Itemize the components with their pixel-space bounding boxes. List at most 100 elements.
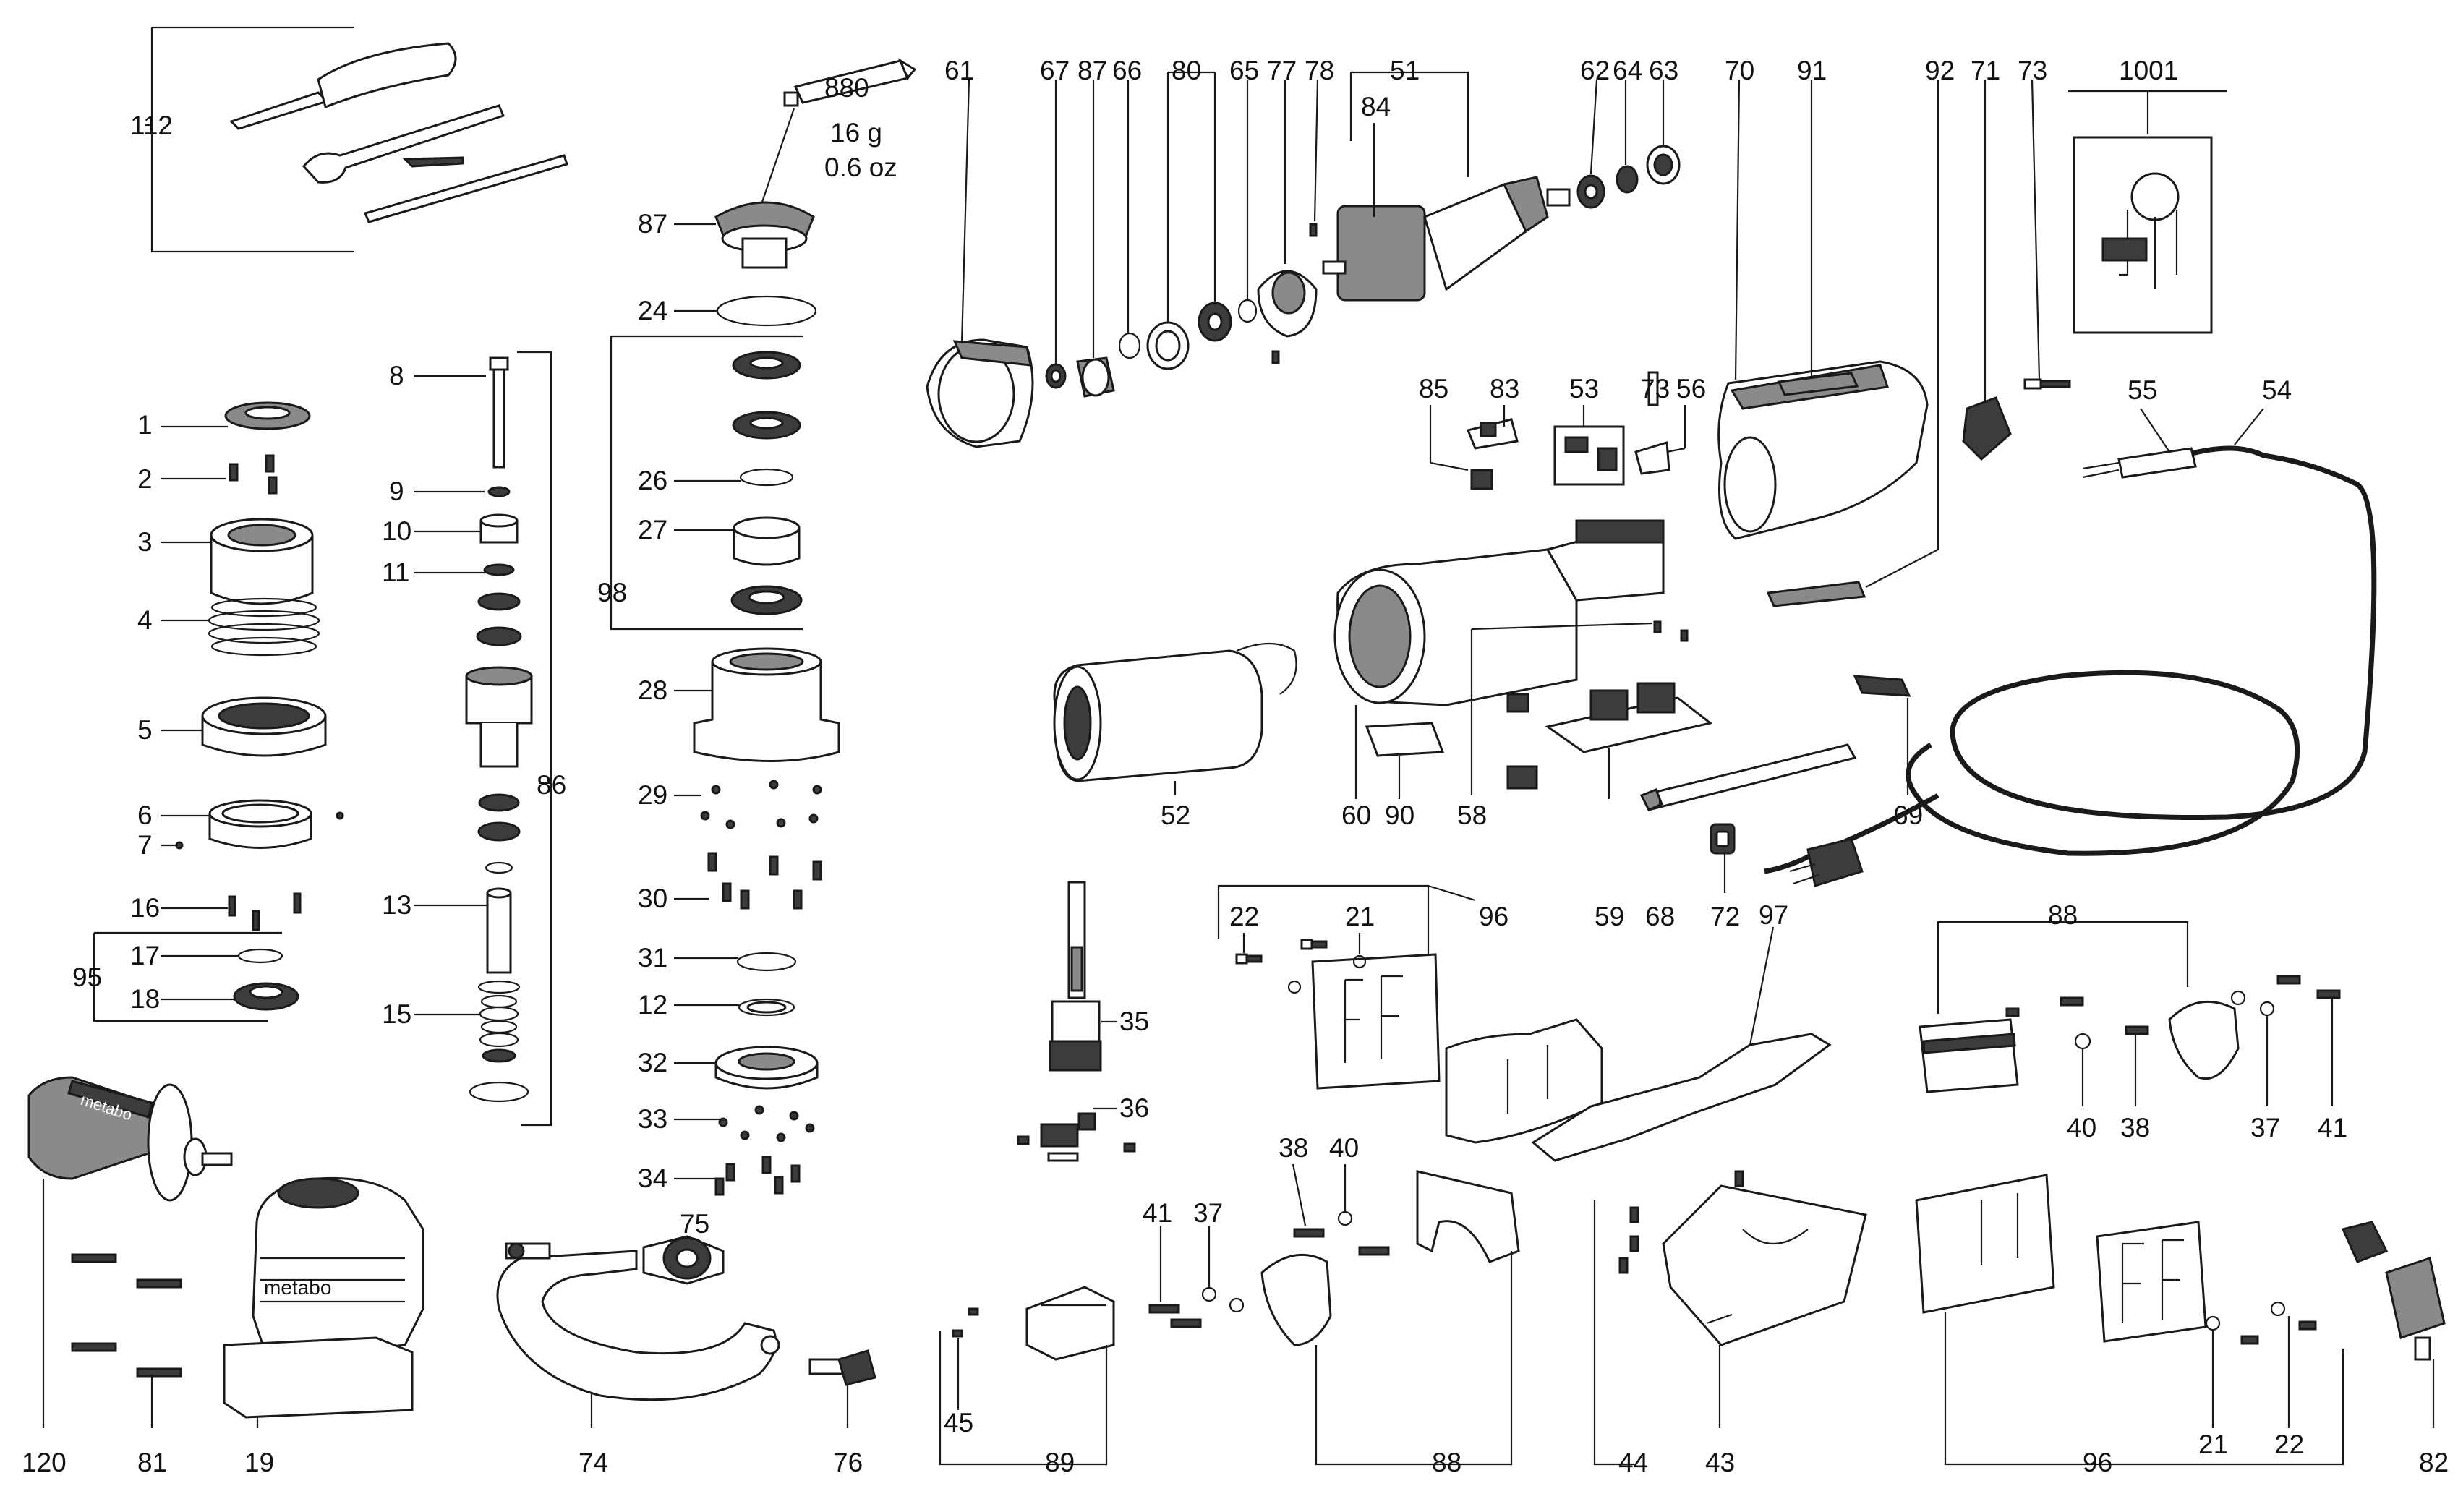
spindle-stack-86 xyxy=(465,592,533,874)
screw-73-top xyxy=(2023,378,2071,390)
bow-handle-74 xyxy=(496,1235,780,1401)
block-88 xyxy=(1919,1018,2019,1093)
label-90: 90 xyxy=(1385,800,1414,830)
label-74: 74 xyxy=(579,1448,608,1477)
washer-40-right xyxy=(2074,1033,2091,1050)
washer-21-bottom xyxy=(2205,1315,2221,1331)
label-40-bottom: 40 xyxy=(1329,1133,1359,1163)
washer-37b-right xyxy=(2230,990,2246,1006)
bearing-stack-98 xyxy=(730,351,803,615)
label-43: 43 xyxy=(1705,1448,1735,1477)
screws-2 xyxy=(229,454,278,495)
screw-73-mid xyxy=(1647,371,1659,406)
label-61: 61 xyxy=(944,56,974,85)
angle-guide-88 xyxy=(1260,1253,1332,1346)
label-1: 1 xyxy=(137,410,153,440)
shaft-13 xyxy=(486,887,512,974)
label-34: 34 xyxy=(638,1163,667,1193)
label-880: 880 xyxy=(824,73,869,103)
label-5: 5 xyxy=(137,715,153,745)
label-63: 63 xyxy=(1649,56,1678,85)
label-59: 59 xyxy=(1595,902,1624,931)
spindle-shaft-35 xyxy=(1049,881,1102,1072)
cover-plate-1 xyxy=(224,401,311,430)
field-coil-52 xyxy=(1053,642,1297,782)
label-51: 51 xyxy=(1390,56,1420,85)
ring-12-inner xyxy=(746,1001,787,1014)
gear-ring-5 xyxy=(201,696,327,757)
knob-76 xyxy=(808,1349,876,1386)
label-38-right: 38 xyxy=(2120,1113,2150,1142)
carbon-brush-85 xyxy=(1470,469,1493,490)
washer-37b-bottom xyxy=(1229,1297,1245,1313)
guard-61 xyxy=(926,338,1034,448)
label-95: 95 xyxy=(72,962,102,992)
label-70: 70 xyxy=(1725,56,1754,85)
label-880-oz: 0.6 oz xyxy=(824,153,897,182)
bush-63 xyxy=(1646,145,1681,185)
screw-22-bottom xyxy=(2298,1320,2317,1331)
label-37-bottom: 37 xyxy=(1193,1198,1223,1228)
bracket-96-bottom xyxy=(1944,1312,2344,1466)
label-40-right: 40 xyxy=(2067,1113,2096,1142)
screw-21-top xyxy=(1300,939,1328,950)
label-52: 52 xyxy=(1161,800,1190,830)
armature-51 xyxy=(1322,176,1571,302)
motor-housing-60 xyxy=(1333,519,1665,706)
tool-kit-112 xyxy=(145,26,568,253)
washer-37-bottom xyxy=(1201,1286,1217,1302)
label-75: 75 xyxy=(680,1209,709,1239)
label-87-gear: 87 xyxy=(638,209,667,239)
nut-64 xyxy=(1616,165,1639,194)
bracket-96-top xyxy=(1217,884,1430,954)
pinion-87 xyxy=(1076,356,1115,398)
balls-33 xyxy=(718,1105,815,1142)
label-89: 89 xyxy=(1045,1448,1075,1477)
bracket-86 xyxy=(517,351,552,1127)
screws-88-right xyxy=(2005,975,2341,1035)
label-26: 26 xyxy=(638,466,667,495)
label-82: 82 xyxy=(2419,1448,2449,1477)
bracket-98 xyxy=(610,335,803,631)
label-18: 18 xyxy=(130,984,160,1014)
bracket-51 xyxy=(1349,71,1469,177)
label-55: 55 xyxy=(2128,375,2157,405)
bracket-95 xyxy=(93,931,282,1022)
guide-plate-96-bottom xyxy=(1915,1174,2055,1314)
label-80: 80 xyxy=(1172,56,1201,85)
bearing-flange-77 xyxy=(1257,270,1318,338)
label-8: 8 xyxy=(389,361,404,390)
label-21-top: 21 xyxy=(1345,902,1375,931)
screws-41-bottom xyxy=(1148,1304,1202,1328)
label-29: 29 xyxy=(638,780,667,810)
label-85: 85 xyxy=(1419,374,1448,403)
washer-40-bottom xyxy=(1337,1210,1353,1226)
label-9: 9 xyxy=(389,477,404,506)
scale-89 xyxy=(1025,1286,1115,1361)
label-strip-91 xyxy=(1777,372,1859,396)
screw-78-low xyxy=(1271,350,1280,364)
part-58-block xyxy=(1506,765,1538,790)
lock-disc-75 xyxy=(662,1236,712,1280)
label-33: 33 xyxy=(638,1104,667,1134)
label-76: 76 xyxy=(833,1448,863,1477)
bracket-88-bottom xyxy=(1315,1251,1513,1466)
electronics-59 xyxy=(1545,682,1713,753)
label-880-mass: 16 g xyxy=(830,118,882,148)
bush-10 xyxy=(479,513,519,544)
label-87-pinion: 87 xyxy=(1077,56,1107,85)
angle-plate-88 xyxy=(2168,1000,2240,1080)
brush-holder-83 xyxy=(1466,418,1519,450)
part-58-small xyxy=(1506,693,1529,713)
label-58: 58 xyxy=(1457,800,1487,830)
plug-54 xyxy=(1789,837,1864,887)
power-cable-54 xyxy=(1764,445,2377,874)
label-73-top: 73 xyxy=(2018,56,2047,85)
label-38-bottom: 38 xyxy=(1279,1133,1308,1163)
housing-brand-text: metabo xyxy=(264,1276,331,1299)
label-112: 112 xyxy=(130,111,173,140)
pins-16 xyxy=(228,892,302,931)
label-53: 53 xyxy=(1569,374,1599,403)
label-88-bottom: 88 xyxy=(1432,1448,1461,1477)
base-plate-43 xyxy=(1662,1184,1867,1346)
